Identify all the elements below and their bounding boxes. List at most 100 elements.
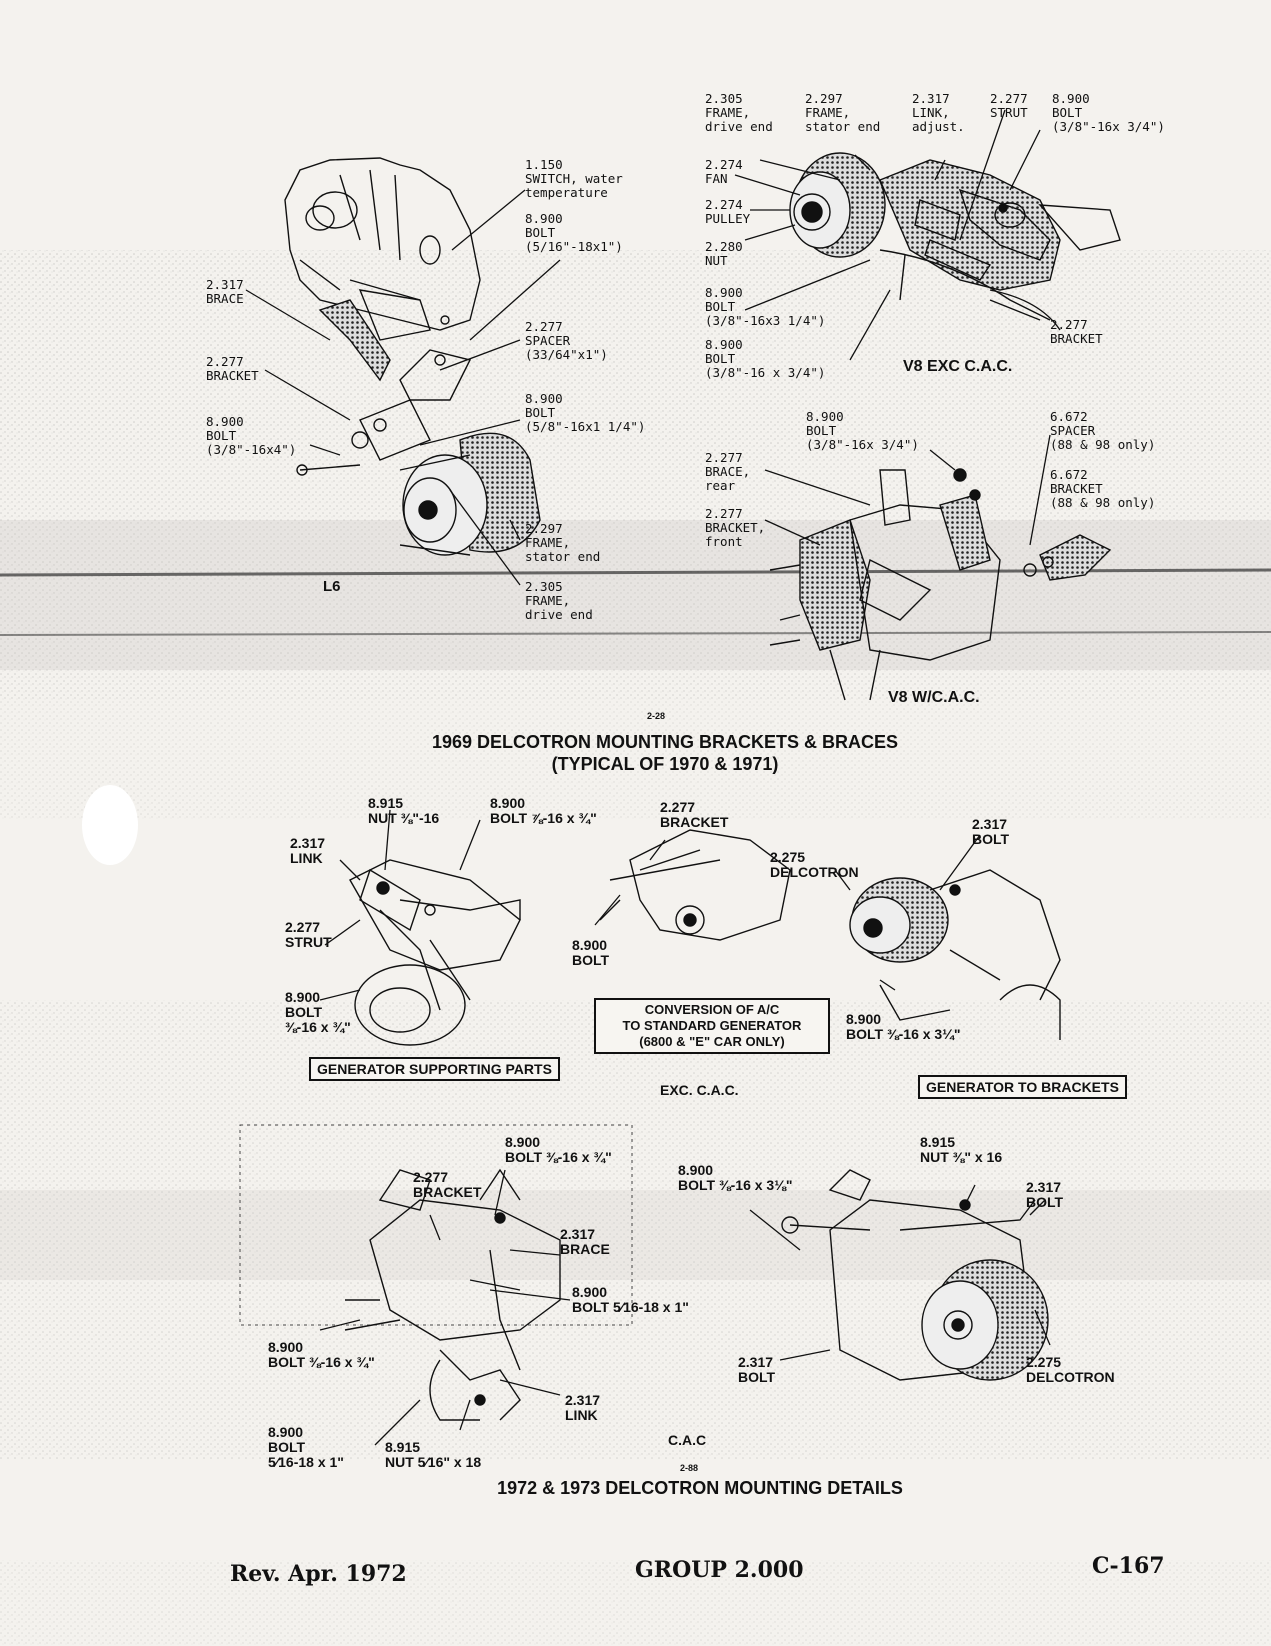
callout-line: (3/8"-16x 3/4"): [1052, 119, 1165, 134]
callout-line: 8.900: [846, 1011, 882, 1027]
v8-exc-cac-label: V8 EXC C.A.C.: [903, 358, 1013, 375]
callout-line: 2.275: [1026, 1354, 1062, 1370]
callout-line: (3/8"-16x3 1/4"): [705, 313, 826, 328]
callout-line: BOLT: [1026, 1194, 1064, 1210]
generator-to-brackets-drawing: [849, 869, 1061, 1040]
callout-line: BOLT: [572, 952, 610, 968]
callout-line: 2.277: [525, 319, 563, 334]
callout-line: (88 & 98 only): [1050, 495, 1156, 510]
callout-line: BOLT: [806, 423, 837, 438]
callout-line: 8.900: [525, 211, 563, 226]
callout-line: front: [705, 534, 743, 549]
callout-line: 2.317: [972, 816, 1008, 832]
leader-lines-1972: [319, 809, 1051, 1446]
l6-label: L6: [323, 578, 341, 595]
callout-line: 2.280: [705, 239, 743, 254]
callout-line: stator end: [805, 119, 881, 134]
revision-date: Rev. Apr. 1972: [230, 1561, 407, 1587]
callout-line: SWITCH, water: [525, 171, 623, 186]
callout-line: BRACE,: [705, 464, 751, 479]
callout-line: (3/8"-16x 3/4"): [806, 437, 919, 452]
callout-line: 8.900: [268, 1339, 304, 1355]
callout-line: 8.900: [806, 409, 844, 424]
callout-line: BOLT: [206, 428, 237, 443]
callout-line: 2.277: [285, 919, 321, 935]
callout-line: PULLEY: [705, 211, 751, 226]
figure-code-1969: 2-28: [647, 711, 666, 721]
generator-supporting-parts-box: GENERATOR SUPPORTING PARTS: [309, 1057, 560, 1081]
callout-line: 8.915: [368, 795, 404, 811]
callout-line: 2.317: [290, 835, 326, 851]
callout-line: 2.317: [1026, 1179, 1062, 1195]
callout-line: 2.317: [206, 277, 244, 292]
title-1972: 1972 & 1973 DELCOTRON MOUNTING DETAILS: [497, 1478, 903, 1498]
callout-line: (88 & 98 only): [1050, 437, 1156, 452]
callout-line: 2.297: [805, 91, 843, 106]
callout-line: 5⁄16-18 x 1": [268, 1454, 344, 1470]
callout-line: 8.900: [705, 285, 743, 300]
conversion-box: CONVERSION OF A/C TO STANDARD GENERATOR …: [594, 998, 830, 1054]
callout-line: (5/16"-18x1"): [525, 239, 623, 254]
callout-line: BOLT ⅜-16 x 3¼": [846, 1026, 961, 1042]
callout-line: LINK: [565, 1407, 598, 1423]
callout-line: 8.900: [705, 337, 743, 352]
callout-line: FRAME,: [525, 535, 571, 550]
callout-line: BOLT: [525, 405, 556, 420]
callout-line: 2.317: [560, 1226, 596, 1242]
generator-to-brackets-box: GENERATOR TO BRACKETS: [918, 1075, 1127, 1099]
callout-line: 8.915: [920, 1134, 956, 1150]
conversion-drawing: [599, 829, 791, 941]
callout-line: NUT ⅜" x 16: [920, 1149, 1003, 1165]
title-1969-line2: (TYPICAL OF 1970 & 1971): [551, 754, 779, 774]
callout-line: NUT ⅜"-16: [368, 810, 440, 826]
callout-line: FAN: [705, 171, 728, 186]
callout-line: BRACKET: [1050, 331, 1103, 346]
callout-line: 8.900: [1052, 91, 1090, 106]
callout-line: drive end: [525, 607, 593, 622]
callout-line: STRUT: [990, 105, 1028, 120]
callout-line: NUT 5⁄16" x 18: [385, 1454, 482, 1470]
callout-line: 2.277: [413, 1169, 449, 1185]
callout-line: 2.317: [912, 91, 950, 106]
page-number: C-167: [1092, 1553, 1165, 1579]
callout-line: drive end: [705, 119, 773, 134]
dashed-frame: [239, 1124, 633, 1326]
figure-code-1972: 2-88: [680, 1463, 699, 1473]
callout-line: BOLT: [1052, 105, 1083, 120]
callout-line: FRAME,: [525, 593, 571, 608]
callout-line: ⅜-16 x ¾": [285, 1019, 351, 1035]
callout-line: LINK,: [912, 105, 950, 120]
callout-line: 2.317: [565, 1392, 601, 1408]
callout-line: BOLT ⅞-16 x ¾": [490, 810, 597, 826]
callout-line: 8.900: [572, 1284, 608, 1300]
callout-line: rear: [705, 478, 736, 493]
title-1969: 1969 DELCOTRON MOUNTING BRACKETS & BRACE…: [380, 731, 950, 775]
callout-line: BOLT ⅜-16 x ¾": [268, 1354, 375, 1370]
